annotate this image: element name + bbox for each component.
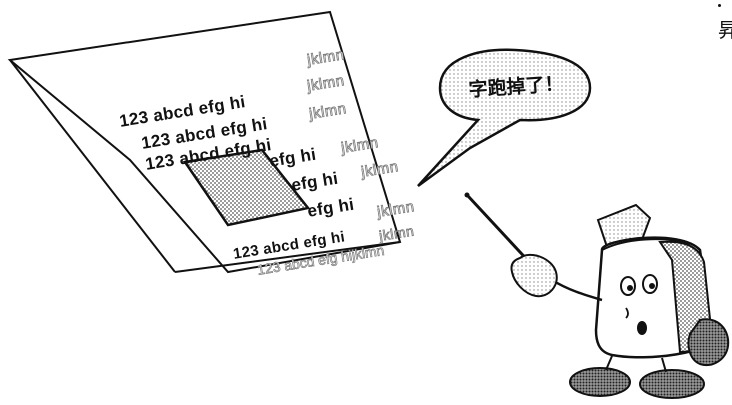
corner-dot — [718, 4, 721, 7]
corner-text: 昇 — [718, 14, 732, 43]
pointer-tip — [465, 193, 470, 198]
mascot-right-glove — [688, 319, 728, 365]
mascot-hand — [511, 255, 556, 296]
mascot-mouth — [637, 321, 647, 335]
pointer-stick — [468, 196, 532, 265]
mascot-right-foot — [640, 370, 704, 398]
copier-mascot — [511, 205, 728, 398]
mascot-left-foot — [570, 368, 630, 396]
mascot-arm — [552, 280, 602, 300]
